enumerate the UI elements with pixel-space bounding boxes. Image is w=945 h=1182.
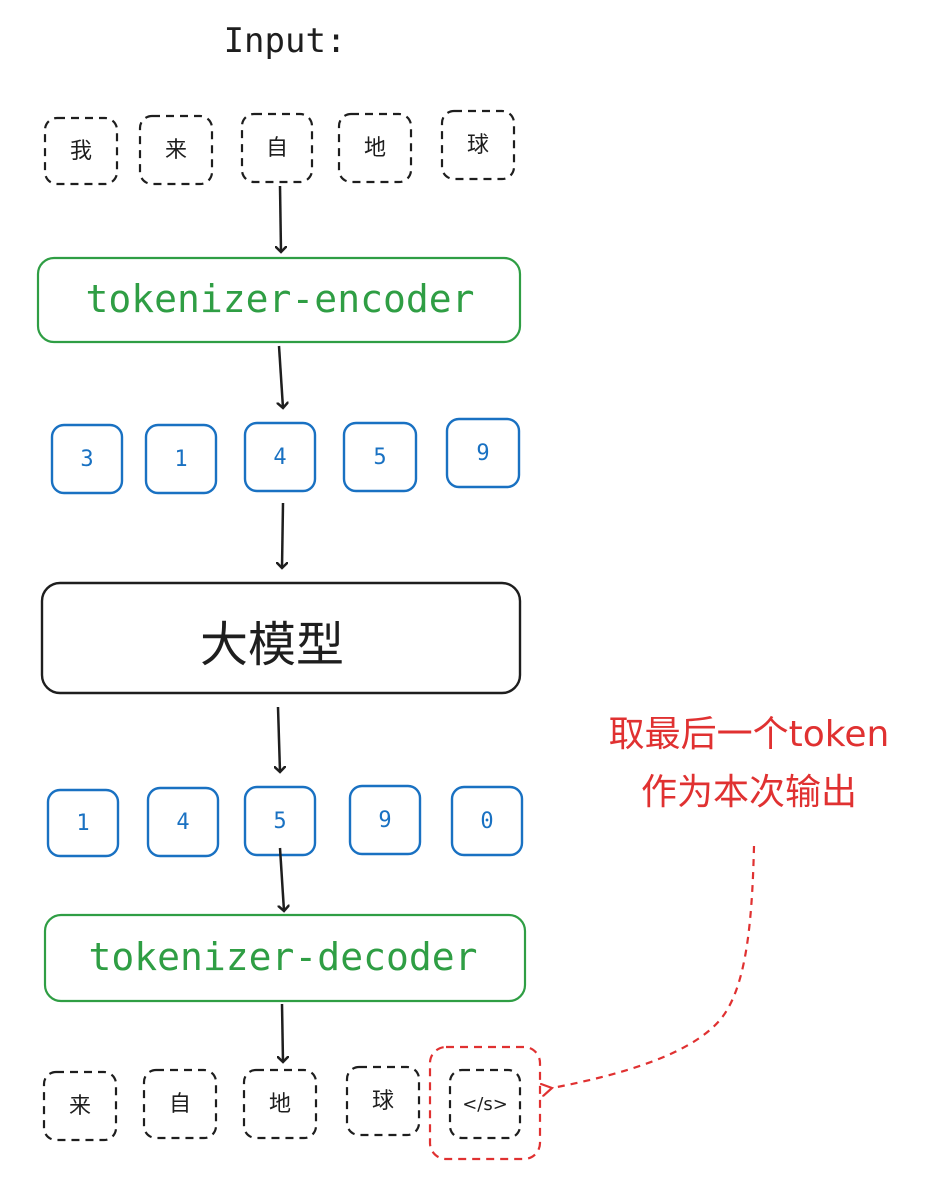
- annotation: 取最后一个token 作为本次输出: [552, 714, 889, 1088]
- arrow-ids-to-model: [282, 502, 283, 568]
- output-token-text: 来: [69, 1094, 91, 1119]
- tokenizer-encoder-label: tokenizer-encoder: [86, 277, 475, 321]
- input-label: Input:: [224, 21, 347, 61]
- output-token: 地: [242, 1068, 318, 1140]
- input-token: 球: [440, 109, 516, 181]
- output-token-text: </s>: [462, 1094, 508, 1115]
- output-token-text: 地: [269, 1092, 291, 1117]
- output-id: 5: [243, 785, 317, 857]
- arrow-encoder-to-ids: [279, 345, 283, 408]
- encoded-id-text: 9: [476, 441, 489, 466]
- tokenizer-decoder-label: tokenizer-decoder: [89, 935, 478, 979]
- input-token: 来: [138, 114, 214, 186]
- input-token: 地: [337, 112, 413, 184]
- output-id-text: 0: [480, 809, 493, 834]
- output-token-row: 来 自 地 球 </s>: [42, 1045, 542, 1161]
- tokenizer-decoder-box: tokenizer-decoder: [43, 913, 527, 1003]
- encoded-id-row: 3 1 4 5 9: [50, 417, 521, 495]
- encoded-id: 3: [50, 423, 124, 495]
- encoded-id-text: 4: [273, 445, 286, 470]
- arrow-output-ids-to-decoder: [280, 847, 284, 911]
- input-token-text: 我: [70, 139, 92, 164]
- encoded-id: 5: [342, 421, 418, 493]
- annotation-arrow: [552, 845, 756, 1088]
- encoded-id-text: 5: [373, 445, 386, 470]
- output-token: 自: [142, 1068, 218, 1140]
- tokenizer-encoder-box: tokenizer-encoder: [36, 256, 522, 344]
- arrow-model-to-output-ids: [278, 706, 280, 772]
- output-id: 4: [146, 786, 220, 858]
- input-token-row: 我 来 自 地 球: [43, 109, 516, 186]
- output-id-text: 1: [76, 811, 89, 836]
- output-id-text: 4: [176, 810, 189, 835]
- input-token: 自: [240, 112, 314, 184]
- input-token-text: 地: [364, 136, 386, 161]
- encoded-id-text: 1: [174, 447, 187, 472]
- output-id-row: 1 4 5 9 0: [46, 784, 524, 858]
- output-token: 来: [42, 1070, 118, 1142]
- output-token: 球: [345, 1065, 421, 1137]
- eos-highlight-frame: [428, 1045, 542, 1161]
- model-box: 大模型: [40, 581, 522, 695]
- output-token-text: 球: [372, 1089, 394, 1114]
- output-id: 0: [450, 785, 524, 857]
- output-id-text: 5: [273, 809, 286, 834]
- output-id-text: 9: [378, 808, 391, 833]
- arrow-input-to-encoder: [280, 185, 281, 252]
- output-token-eos: </s>: [428, 1045, 542, 1161]
- annotation-line-1: 取最后一个token: [609, 714, 890, 755]
- encoded-id: 4: [243, 421, 317, 493]
- input-token-text: 来: [165, 138, 187, 163]
- output-token-text: 自: [169, 1092, 191, 1117]
- annotation-line-2: 作为本次输出: [641, 772, 857, 813]
- encoded-id: 1: [144, 423, 218, 495]
- model-label: 大模型: [200, 617, 344, 673]
- input-token: 我: [43, 116, 119, 186]
- encoded-id: 9: [445, 417, 521, 489]
- input-token-text: 球: [467, 133, 489, 158]
- output-id: 9: [348, 784, 422, 856]
- arrow-decoder-to-output: [282, 1003, 283, 1062]
- input-token-text: 自: [266, 136, 288, 161]
- output-id: 1: [46, 788, 120, 858]
- encoded-id-text: 3: [80, 447, 93, 472]
